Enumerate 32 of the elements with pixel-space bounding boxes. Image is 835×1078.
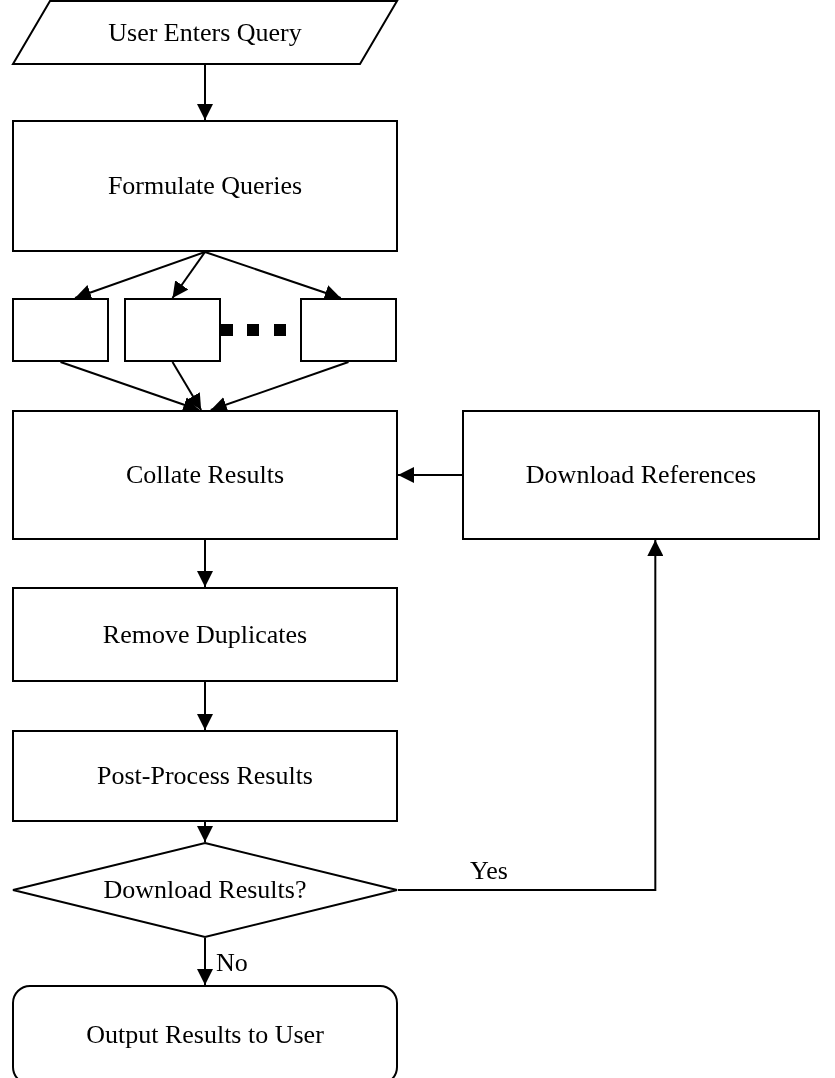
process-box: [12, 120, 398, 252]
arrow: [59, 361, 201, 413]
arrow: [197, 539, 213, 588]
terminal-box: [12, 985, 398, 1078]
arrow: [204, 251, 342, 301]
process-box: [124, 298, 221, 362]
arrow: [171, 251, 206, 299]
arrow: [209, 361, 350, 413]
node-label: Formulate Queries: [107, 171, 303, 201]
process-box: [12, 410, 398, 540]
node-label: User Enters Query: [108, 17, 302, 48]
arrow: [397, 467, 463, 483]
node-label: Remove Duplicates: [102, 619, 308, 650]
process-box: [462, 410, 820, 540]
node-label: Post-Process Results: [97, 761, 313, 791]
node-label: Download References: [525, 460, 757, 490]
node-label: Output Results to User: [86, 1020, 324, 1050]
input-parallelogram: [12, 0, 398, 65]
decision-diamond: [12, 842, 398, 938]
arrow: [197, 821, 213, 843]
process-box: [12, 730, 398, 822]
arrow: [197, 64, 213, 121]
arrow: [74, 251, 206, 301]
arrow: [197, 681, 213, 731]
process-box: [300, 298, 397, 362]
process-box: [12, 298, 109, 362]
arrow: [171, 361, 203, 411]
arrow: [397, 539, 664, 891]
node-label: Collate Results: [125, 460, 285, 490]
process-box: [12, 587, 398, 682]
arrow: [197, 937, 213, 986]
node-label: Download Results?: [103, 875, 307, 905]
